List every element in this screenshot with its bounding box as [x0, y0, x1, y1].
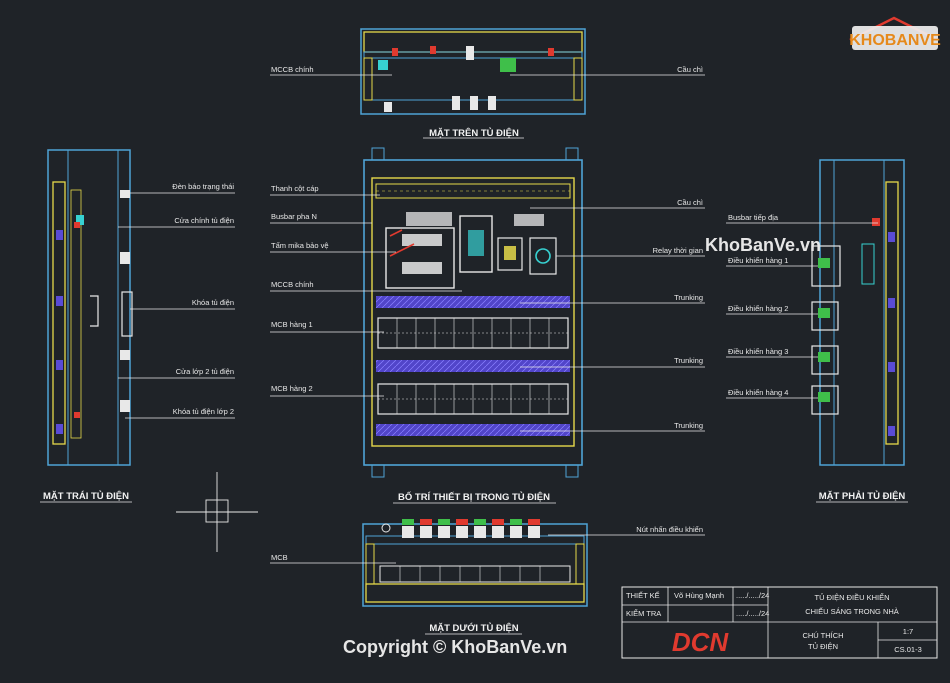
- label-front-mccb: MCCB chính: [271, 280, 314, 289]
- note-line-1: CHÚ THÍCH: [802, 631, 843, 640]
- checker-date: ...../...../24: [736, 609, 769, 618]
- sheet-number: CS.01-3: [894, 645, 922, 654]
- label-right-busbar: Busbar tiếp địa: [728, 213, 779, 222]
- label-right-ctrl-1: Điều khiển hàng 1: [728, 256, 788, 265]
- label-front-relay: Relay thời gian: [653, 246, 703, 255]
- scale-value: 1:7: [903, 627, 913, 636]
- label-right-ctrl-4: Điều khiển hàng 4: [728, 388, 788, 397]
- top-view: MẶT TRÊN TỦ ĐIỆN MCCB chính Cầu chì: [270, 28, 705, 139]
- label-front-busbar-n: Busbar pha N: [271, 212, 317, 221]
- bottom-view-buttons: [402, 519, 540, 538]
- note-line-2: TỦ ĐIỆN: [808, 642, 838, 651]
- brand-watermark-top: KHOBANVE: [849, 16, 941, 50]
- label-left-lock: Khóa tủ điện: [192, 298, 234, 307]
- label-front-fuse: Cầu chì: [677, 198, 703, 207]
- front-view-title: BỐ TRÍ THIẾT BỊ TRONG TỦ ĐIỆN: [398, 491, 550, 503]
- label-left-lock2: Khóa tủ điện lớp 2: [173, 407, 234, 416]
- label-left-door2: Cửa lớp 2 tủ điện: [176, 367, 234, 376]
- front-view: BỐ TRÍ THIẾT BỊ TRONG TỦ ĐIỆN Thanh cột …: [270, 147, 705, 504]
- title-block: THIẾT KẾ Võ Hùng Mạnh ...../...../24 KIỂ…: [621, 586, 938, 659]
- label-top-mccb: MCCB chính: [271, 65, 314, 74]
- label-front-trunking-2: Trunking: [674, 356, 703, 365]
- label-front-mcb2: MCB hàng 2: [271, 384, 313, 393]
- watermark-copyright: Copyright © KhoBanVe.vn: [343, 637, 567, 657]
- label-bottom-button: Nút nhấn điều khiển: [636, 525, 703, 534]
- label-front-mcb1: MCB hàng 1: [271, 320, 313, 329]
- left-view-title: MẶT TRÁI TỦ ĐIỆN: [43, 490, 129, 502]
- right-view: MẶT PHẢI TỦ ĐIỆN Busbar tiếp địa Điều kh…: [726, 159, 908, 503]
- bottom-view-title: MẶT DƯỚI TỦ ĐIỆN: [429, 622, 518, 634]
- crosshair-symbol: [176, 472, 258, 552]
- project-line-1: TỦ ĐIỆN ĐIỀU KHIỂN: [814, 592, 889, 602]
- label-front-tray: Thanh cột cáp: [271, 184, 319, 193]
- company-logo: DCN: [672, 627, 730, 657]
- designer-date: ...../...../24: [736, 591, 769, 600]
- label-front-trunking-3: Trunking: [674, 421, 703, 430]
- label-top-fuse: Cầu chì: [677, 65, 703, 74]
- checker-label: KIỂM TRA: [626, 609, 661, 618]
- label-right-ctrl-3: Điều khiển hàng 3: [728, 347, 788, 356]
- label-front-trunking-1: Trunking: [674, 293, 703, 302]
- right-view-title: MẶT PHẢI TỦ ĐIỆN: [819, 490, 906, 502]
- left-view: MẶT TRÁI TỦ ĐIỆN Đèn báo trạng thái Cửa …: [40, 149, 235, 503]
- label-left-door: Cửa chính tủ điện: [174, 216, 234, 225]
- label-front-mica: Tấm mika bảo vệ: [271, 241, 329, 250]
- label-right-ctrl-2: Điều khiển hàng 2: [728, 304, 788, 313]
- designer-label: THIẾT KẾ: [626, 590, 660, 600]
- label-bottom-mcb: MCB: [271, 553, 288, 562]
- top-view-title: MẶT TRÊN TỦ ĐIỆN: [429, 127, 519, 139]
- bottom-view: MẶT DƯỚI TỦ ĐIỆN Nút nhấn điều khiển MCB: [270, 519, 705, 635]
- brand-logo-text: KHOBANVE: [849, 32, 941, 49]
- watermark-mid: KhoBanVe.vn: [705, 235, 821, 255]
- designer-name: Võ Hùng Mạnh: [674, 591, 724, 600]
- label-left-lamp: Đèn báo trạng thái: [172, 182, 234, 191]
- project-line-2: CHIẾU SÁNG TRONG NHÀ: [805, 606, 899, 616]
